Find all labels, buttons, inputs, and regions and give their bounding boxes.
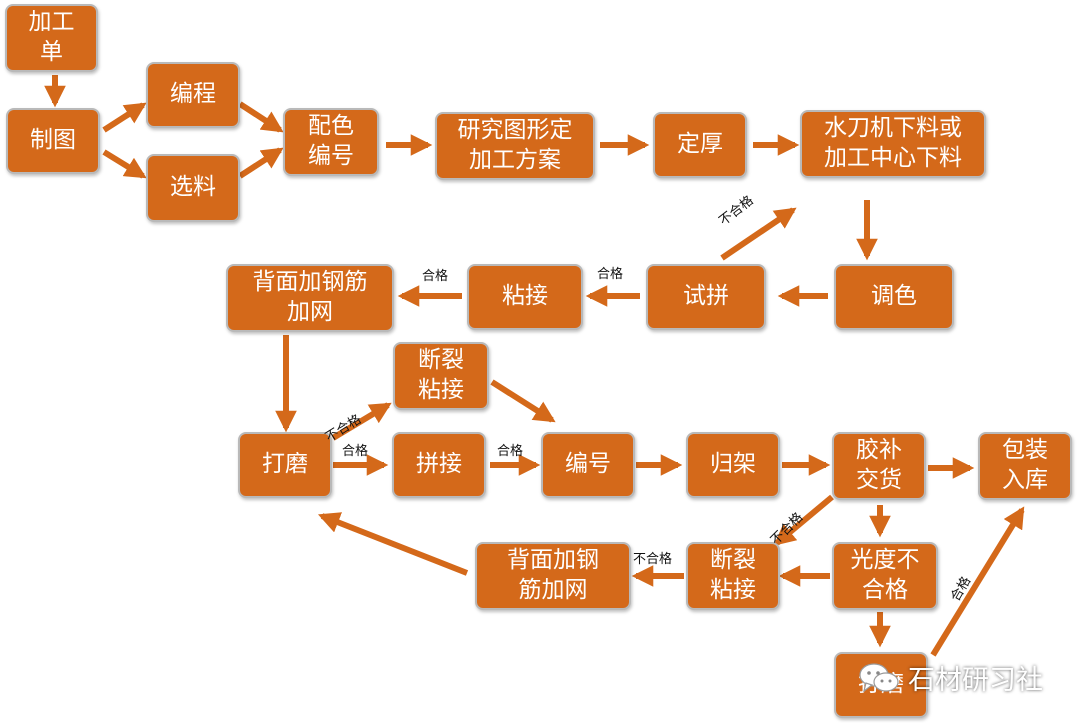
node-splicing: 拼接 bbox=[392, 432, 486, 498]
watermark: 石材研习社 bbox=[858, 658, 1043, 697]
label-pass-polish: 合格 bbox=[342, 444, 369, 459]
node-back-reinforcement: 背面加钢筋 加网 bbox=[226, 264, 394, 332]
node-racking: 归架 bbox=[686, 432, 780, 498]
node-drafting: 制图 bbox=[6, 108, 100, 174]
label-pass-splice: 合格 bbox=[497, 444, 524, 459]
arrow-bmjg2-dm bbox=[317, 512, 469, 576]
node-material-selection: 选料 bbox=[146, 154, 240, 222]
watermark-text: 石材研习社 bbox=[908, 665, 1043, 696]
node-color-adjust: 调色 bbox=[834, 264, 954, 330]
label-pass-trial: 合格 bbox=[597, 267, 624, 282]
node-bonding: 粘接 bbox=[467, 264, 583, 330]
node-gloss-failed: 光度不 合格 bbox=[832, 542, 938, 610]
arrow-xl-psbh bbox=[238, 147, 284, 179]
node-numbering: 编号 bbox=[541, 432, 635, 498]
arrow-jbjh-dlzj2 bbox=[773, 494, 834, 546]
node-trial-assembly: 试拼 bbox=[646, 264, 766, 330]
arrow-dlzj-bh bbox=[490, 379, 556, 423]
node-back-reinforcement-2: 背面加钢 筋加网 bbox=[475, 542, 631, 610]
wechat-icon bbox=[859, 662, 899, 692]
arrow-dm-dlzj bbox=[331, 402, 392, 441]
arrow-dm2-bzrk bbox=[930, 506, 1025, 657]
arrow-bc-psbh bbox=[238, 101, 284, 133]
arrow-zt-xl bbox=[102, 149, 147, 179]
node-packing-storage: 包装 入库 bbox=[978, 432, 1072, 500]
node-color-numbering: 配色 编号 bbox=[283, 108, 379, 176]
node-processing-order: 加工 单 bbox=[5, 4, 98, 72]
arrow-zt-bc bbox=[102, 102, 147, 133]
node-fracture-bonding: 断裂 粘接 bbox=[393, 342, 489, 410]
node-thickness: 定厚 bbox=[653, 112, 747, 178]
label-pass-bonding: 合格 bbox=[422, 269, 449, 284]
node-polishing: 打磨 bbox=[238, 432, 332, 498]
node-waterjet-cutting: 水刀机下料或 加工中心下料 bbox=[800, 110, 986, 178]
arrow-sp-retry bbox=[720, 207, 797, 261]
node-programming: 编程 bbox=[146, 62, 240, 128]
label-fail-fracture: 不合格 bbox=[633, 552, 673, 567]
node-fracture-bonding-2: 断裂 粘接 bbox=[686, 542, 780, 610]
node-processing-plan: 研究图形定 加工方案 bbox=[435, 112, 595, 180]
node-repair-delivery: 胶补 交货 bbox=[832, 432, 926, 500]
